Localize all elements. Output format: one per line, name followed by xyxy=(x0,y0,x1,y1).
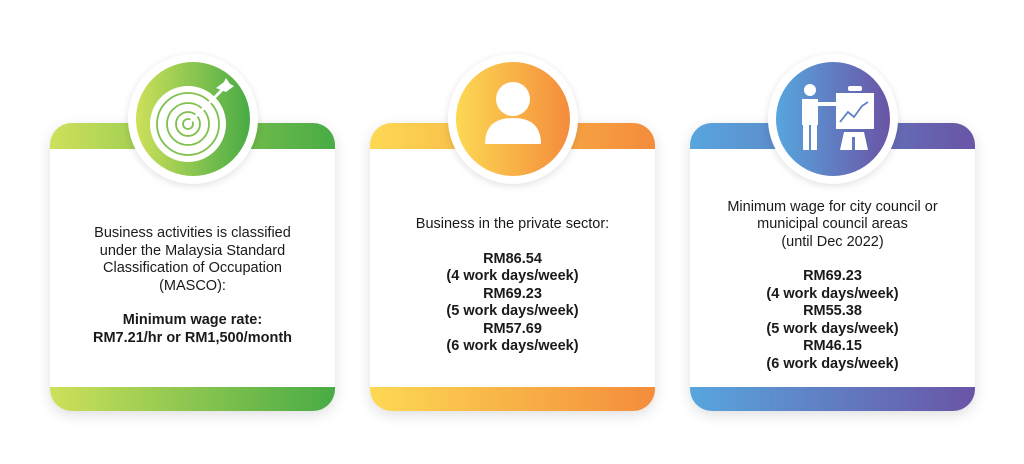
icon-ring xyxy=(768,54,898,184)
card-city-council: Minimum wage for city council or municip… xyxy=(690,54,975,411)
card-description: Business in the private sector: xyxy=(415,216,610,233)
target-icon xyxy=(150,78,234,162)
person-icon xyxy=(485,82,541,144)
card-wage-rates: RM86.54 (4 work days/week) RM69.23 (5 wo… xyxy=(446,250,579,355)
icon-disc xyxy=(776,62,890,176)
card-wage-rates: RM69.23 (4 work days/week) RM55.38 (5 wo… xyxy=(766,268,899,372)
card-masco: Business activities is classified under … xyxy=(50,54,335,411)
card-description: Business activities is classified under … xyxy=(94,225,291,294)
card-content: Minimum wage for city council or municip… xyxy=(700,185,965,387)
card-description: Minimum wage for city council or municip… xyxy=(727,198,938,250)
card-private-sector: Business in the private sector: RM86.54 … xyxy=(370,54,655,411)
icon-disc xyxy=(456,62,570,176)
icon-disc xyxy=(136,62,250,176)
card-content: Business in the private sector: RM86.54 … xyxy=(380,185,645,387)
presentation-icon xyxy=(802,84,874,150)
card-bottom-bar xyxy=(690,387,975,411)
card-wage-rate: Minimum wage rate: RM7.21/hr or RM1,500/… xyxy=(92,312,292,346)
icon-ring xyxy=(128,54,258,184)
card-bottom-bar xyxy=(370,387,655,411)
card-bottom-bar xyxy=(50,387,335,411)
card-content: Business activities is classified under … xyxy=(60,185,325,387)
icon-ring xyxy=(448,54,578,184)
